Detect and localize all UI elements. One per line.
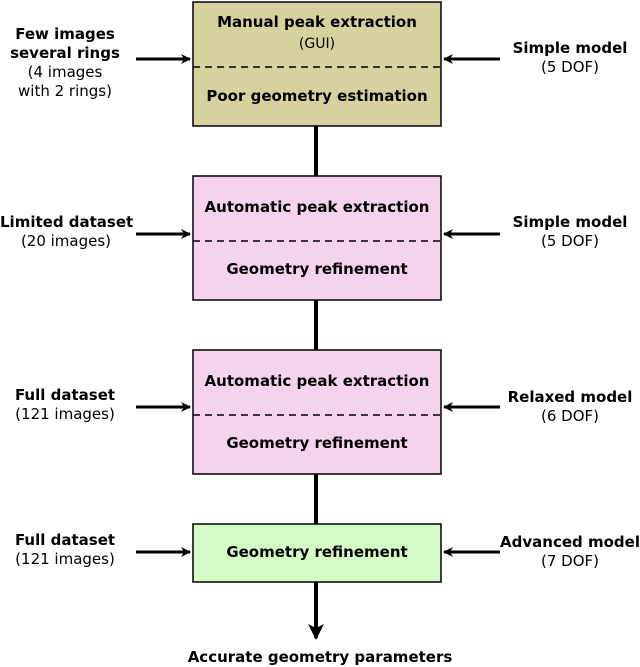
stage-2-left-bold-line-1: Limited dataset [0, 213, 134, 231]
stage-1-top-subtitle: (GUI) [298, 36, 336, 52]
stage-1-box [192, 1, 442, 127]
stage-4-title: Geometry refinement [226, 543, 408, 561]
stage-3-right-bold: Relaxed model [507, 388, 633, 406]
stage-2-top-title: Automatic peak extraction [204, 198, 430, 216]
stage-4-right-label: Advanced model (7 DOF) [500, 533, 640, 571]
stage-1-right-normal: (5 DOF) [540, 58, 599, 76]
stage-2-right-normal: (5 DOF) [540, 232, 599, 250]
stage-2-right-bold: Simple model [512, 213, 628, 231]
stage-4-left-label: Full dataset (121 images) [0, 531, 130, 569]
stage-4-left-normal-line-1: (121 images) [15, 550, 115, 568]
stage-2-left-label: Limited dataset (20 images) [0, 213, 134, 251]
stage-1-top-title: Manual peak extraction [217, 13, 417, 31]
stage-1-bottom-title: Poor geometry estimation [206, 87, 428, 105]
stage-1-left-bold-line-1: Few images [15, 25, 115, 43]
stage-3-left-normal-line-1: (121 images) [15, 405, 115, 423]
stage-3-top-title: Automatic peak extraction [204, 372, 430, 390]
stage-2-left-normal-line-1: (20 images) [20, 232, 112, 250]
stage-2-right-label: Simple model (5 DOF) [500, 213, 640, 251]
stage-3-left-label: Full dataset (121 images) [0, 386, 130, 424]
stage-3-bottom-title: Geometry refinement [226, 434, 408, 452]
stage-3-right-label: Relaxed model (6 DOF) [500, 388, 640, 426]
stage-3-right-normal: (6 DOF) [540, 407, 599, 425]
stage-1-right-bold: Simple model [512, 39, 628, 57]
stage-2-bottom-title: Geometry refinement [226, 260, 408, 278]
stage-1-right-label: Simple model (5 DOF) [500, 39, 640, 77]
stage-1-left-normal-line-2: with 2 rings) [18, 82, 112, 100]
final-output-label: Accurate geometry parameters [187, 648, 453, 666]
stage-3-left-bold-line-1: Full dataset [14, 386, 116, 404]
stage-4-left-bold-line-1: Full dataset [14, 531, 116, 549]
stage-4-box [192, 523, 442, 583]
stage-3-box [192, 349, 442, 475]
stage-1-left-label: Few images several rings (4 images with … [0, 25, 130, 101]
stage-1-left-normal-line-1: (4 images [27, 63, 103, 81]
stage-2-box [192, 175, 442, 301]
stage-4-right-normal: (7 DOF) [540, 552, 599, 570]
stage-4-right-bold: Advanced model [500, 533, 640, 551]
stage-1-left-bold-line-2: several rings [10, 44, 120, 62]
